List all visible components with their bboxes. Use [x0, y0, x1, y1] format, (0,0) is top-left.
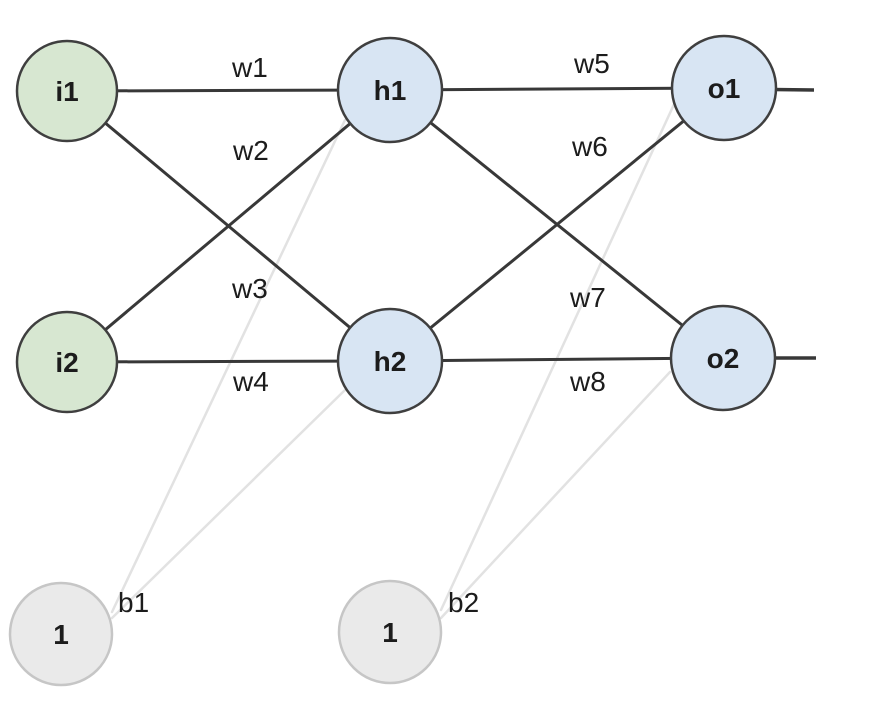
- edge-label-w1: w1: [231, 52, 268, 83]
- bias-edge-b1-h1: [110, 118, 347, 614]
- weight-edge-i2-h1: [66, 88, 391, 364]
- weight-edge-h2-o2: [389, 356, 724, 363]
- node-label-h2: h2: [374, 346, 407, 377]
- weight-edge-h1-o1: [389, 86, 725, 92]
- edge-label-w7: w7: [569, 282, 606, 313]
- bias-edge-b2-o2: [439, 370, 672, 620]
- weight-edge-h2-o1: [389, 86, 725, 363]
- node-o1: [670, 34, 778, 142]
- edge-label-b2: b2: [448, 587, 479, 618]
- edge-label-w3: w3: [231, 273, 268, 304]
- node-b2: [337, 579, 443, 685]
- node-o2: [669, 304, 777, 412]
- edge-label-w8: w8: [569, 366, 606, 397]
- node-label-o2: o2: [707, 343, 740, 374]
- node-i2: [15, 310, 119, 414]
- node-label-i2: i2: [55, 347, 78, 378]
- node-h1: [336, 36, 444, 144]
- node-label-h1: h1: [374, 75, 407, 106]
- edge-label-w6: w6: [571, 131, 608, 162]
- node-label-i1: i1: [55, 76, 78, 107]
- node-label-o1: o1: [708, 73, 741, 104]
- node-i1: [15, 39, 119, 143]
- node-label-b1: 1: [53, 619, 69, 650]
- edge-label-w4: w4: [232, 366, 269, 397]
- edge-label-b1: b1: [118, 587, 149, 618]
- weight-edge-i1-h1: [66, 88, 391, 93]
- bias-edge-b1-h2: [110, 388, 347, 620]
- bias-edge-b2-o1: [439, 98, 678, 612]
- edge-label-w5: w5: [573, 48, 610, 79]
- node-b1: [8, 581, 114, 687]
- node-h2: [336, 307, 444, 415]
- weight-edge-i2-h2: [66, 359, 391, 364]
- node-label-b2: 1: [382, 617, 398, 648]
- edge-label-w2: w2: [232, 135, 269, 166]
